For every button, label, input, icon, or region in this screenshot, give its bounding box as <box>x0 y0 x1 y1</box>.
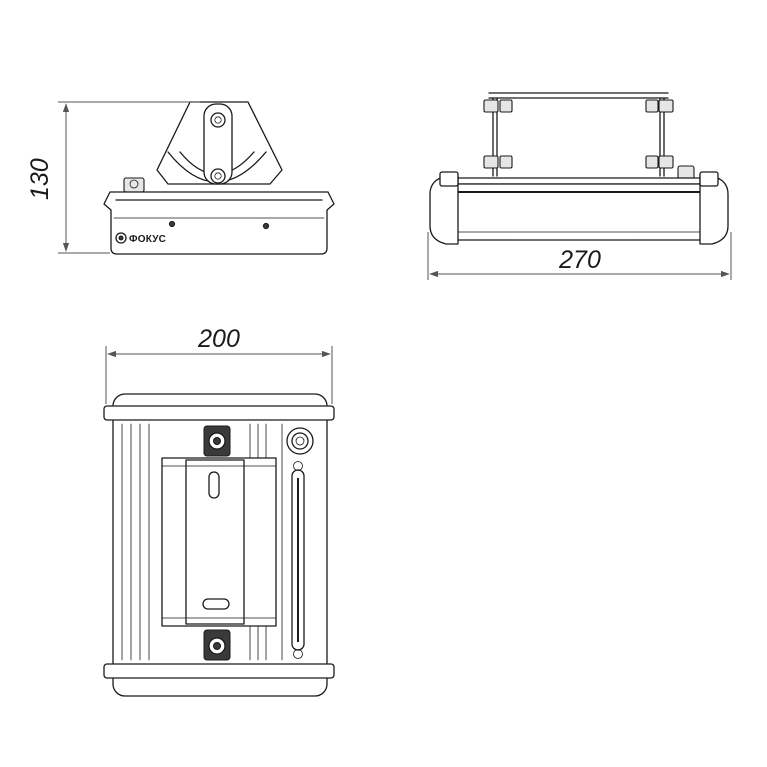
mounting-bracket <box>156 101 283 185</box>
depth-dimension: 200 <box>105 325 333 404</box>
cable-entry <box>286 427 314 659</box>
bolt-bottom-left <box>483 155 513 169</box>
plate-bolt-bottom <box>203 629 231 661</box>
brand-logo: ФОКУС <box>115 232 166 245</box>
end-strip-top <box>103 405 335 421</box>
front-view: 270 <box>427 92 732 280</box>
plate-bolt-top <box>203 425 231 457</box>
width-dimension-label: 270 <box>558 246 601 274</box>
slot-top <box>208 471 220 499</box>
bolt-bottom-right <box>645 155 674 169</box>
height-dimension-label: 130 <box>26 158 54 200</box>
end-cap-left <box>429 175 459 245</box>
depth-dimension-label: 200 <box>197 325 240 353</box>
side-view: ФОКУС 130 <box>26 101 335 255</box>
lamp-housing: ФОКУС <box>103 191 335 255</box>
top-view: 200 <box>103 325 335 697</box>
width-dimension: 270 <box>427 232 732 280</box>
end-strip-bottom <box>103 663 335 679</box>
bolt-top-right <box>645 99 674 113</box>
slot-bottom <box>202 598 230 610</box>
mounting-plate <box>161 425 277 661</box>
height-dimension: 130 <box>26 101 200 254</box>
end-cap-right <box>699 175 729 245</box>
bolt-top-left <box>483 99 513 113</box>
brand-logo-text: ФОКУС <box>129 234 166 245</box>
bracket-frame <box>483 92 695 183</box>
lamp-housing-front <box>429 171 729 245</box>
cable-gland <box>123 177 145 193</box>
